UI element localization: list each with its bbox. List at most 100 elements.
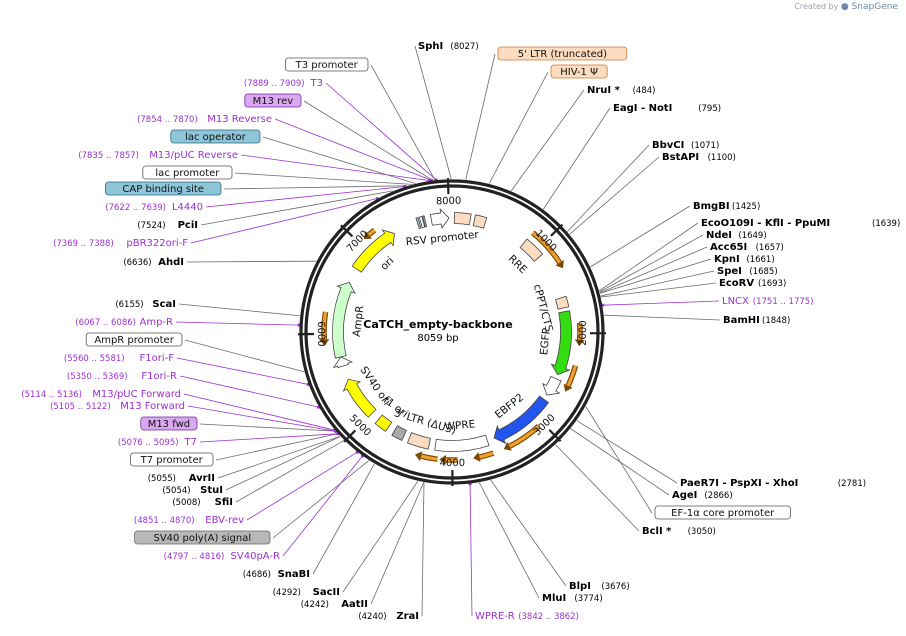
site-label-feature[interactable]: M13 rev: [244, 93, 302, 108]
site-label-primer[interactable]: M13 Reverse(7854 .. 7870): [137, 114, 272, 125]
site-label-feature[interactable]: EF-1α core promoter: [654, 505, 791, 520]
feature-inner-label: WPRE: [444, 418, 476, 433]
site-label-primer[interactable]: L4440(7622 .. 7639): [105, 202, 203, 213]
site-position-text: (6067 .. 6086): [75, 318, 136, 328]
site-label-primer[interactable]: F1ori-F(5560 .. 5581): [64, 353, 174, 364]
site-position-text: (4851 .. 4870): [134, 516, 195, 526]
site-label-enzyme[interactable]: MluI(3774): [542, 593, 603, 604]
site-label-enzyme[interactable]: BamHI(1848): [723, 315, 790, 326]
site-name-text: BclI *: [642, 526, 672, 537]
site-label-primer[interactable]: WPRE-R(3842 .. 3862): [475, 611, 579, 622]
site-label-primer[interactable]: EBV-rev(4851 .. 4870): [134, 515, 244, 526]
site-label-primer[interactable]: T3(7889 .. 7909): [244, 78, 323, 89]
leader-line: [543, 107, 611, 210]
credit-brand: SnapGene: [851, 2, 898, 12]
site-label-feature[interactable]: T7 promoter: [129, 452, 214, 467]
site-label-feature[interactable]: AmpR promoter: [85, 332, 183, 347]
site-name-text: EagI - NotI: [613, 103, 672, 114]
site-label-primer[interactable]: T7(5076 .. 5095): [118, 437, 197, 448]
site-label-enzyme[interactable]: NruI *(484): [587, 85, 655, 96]
site-name-text: ZraI: [396, 611, 419, 622]
site-label-enzyme[interactable]: PciI(7524): [137, 220, 198, 231]
site-label-enzyme[interactable]: ZraI(4240): [358, 611, 419, 622]
site-label-feature[interactable]: lac promoter: [142, 165, 233, 180]
site-label-enzyme[interactable]: SacII(4292): [273, 587, 340, 598]
site-label-enzyme[interactable]: EcoO109I - KflI - PpuMI(1639): [701, 218, 900, 229]
feature-ampr: [332, 281, 356, 359]
site-name-text: BamHI: [723, 315, 760, 326]
site-label-primer[interactable]: M13/pUC Reverse(7835 .. 7857): [78, 150, 238, 161]
ruler-tick-label: 6000: [315, 321, 326, 347]
site-label-enzyme[interactable]: SphI(8027): [418, 41, 479, 52]
leader-line: [282, 455, 363, 557]
feature-rre: [519, 238, 544, 262]
site-label-feature[interactable]: CAP binding site: [105, 181, 222, 196]
feature-ampr-promoter: [332, 356, 354, 369]
site-name-text: pBR322ori-F: [126, 238, 188, 249]
feature-5-ltr-truncated: [453, 212, 472, 226]
site-label-enzyme[interactable]: EcoRV(1693): [719, 278, 786, 289]
leader-line: [215, 433, 338, 461]
site-label-enzyme[interactable]: BbvCI(1071): [652, 140, 719, 151]
site-label-enzyme[interactable]: SpeI(1685): [717, 266, 778, 277]
site-label-enzyme[interactable]: ScaI(6155): [115, 299, 176, 310]
site-label-primer[interactable]: F1ori-R(5350 .. 5369): [67, 371, 177, 382]
site-label-feature[interactable]: SV40 poly(A) signal: [134, 530, 271, 545]
site-position-text: (2866): [704, 491, 732, 501]
site-label-enzyme[interactable]: SfiI(5008): [172, 497, 233, 508]
site-position-text: (4292): [273, 588, 301, 598]
site-label-enzyme[interactable]: AatII(4242): [301, 599, 368, 610]
site-label-feature[interactable]: M13 fwd: [140, 416, 198, 431]
feature-label-text: HIV-1 Ψ: [560, 67, 598, 78]
label-leader-lines: [175, 45, 721, 617]
leader-line: [555, 444, 640, 532]
site-name-text: BlpI: [569, 581, 591, 592]
site-label-enzyme[interactable]: NdeI(1649): [706, 230, 767, 241]
site-position-text: (5055): [148, 474, 176, 484]
site-position-text: (1425): [732, 202, 760, 212]
site-position-text: (7524): [137, 221, 165, 231]
site-label-enzyme[interactable]: PaeR7I - PspXI - XhoI(2781): [680, 478, 866, 489]
feature-rsv-promoter: [429, 207, 450, 230]
site-label-enzyme[interactable]: AvrII(5055): [148, 473, 215, 484]
site-label-primer[interactable]: SV40pA-R(4797 .. 4816): [164, 551, 280, 562]
site-label-enzyme[interactable]: EagI - NotI(795): [613, 103, 721, 114]
site-label-enzyme[interactable]: BmgBI(1425): [693, 201, 760, 212]
leader-line: [223, 185, 408, 190]
feature-inner-label: ori: [378, 255, 396, 273]
site-name-text: AhdI: [158, 257, 184, 268]
leader-line: [602, 300, 720, 306]
site-label-enzyme[interactable]: BclI *(3050): [642, 526, 716, 537]
site-label-enzyme[interactable]: BlpI(3676): [569, 581, 630, 592]
site-label-primer[interactable]: M13 Forward(5105 .. 5122): [50, 401, 185, 412]
feature-label-text: 5' LTR (truncated): [518, 49, 607, 60]
snapgene-credit: Created by ● SnapGene: [794, 2, 898, 12]
feature-label-box: [244, 93, 302, 108]
site-position-text: (1657): [756, 243, 784, 253]
site-label-enzyme[interactable]: BstAPI(1100): [662, 152, 736, 163]
feature-label-text: CAP binding site: [122, 184, 204, 195]
site-label-enzyme[interactable]: SnaBI(4686): [243, 569, 310, 580]
site-label-enzyme[interactable]: StuI(5054): [162, 485, 223, 496]
feature-ef-1-core-promoter: [542, 375, 562, 396]
site-label-enzyme[interactable]: KpnI(1661): [714, 254, 775, 265]
feature-label-text: M13 fwd: [148, 419, 190, 430]
site-label-enzyme[interactable]: AgeI(2866): [672, 490, 733, 501]
leader-line: [600, 270, 715, 297]
feature-label-text: lac operator: [185, 132, 246, 143]
site-name-text: MluI: [542, 593, 566, 604]
site-label-primer[interactable]: Amp-R(6067 .. 6086): [75, 317, 173, 328]
site-label-primer[interactable]: pBR322ori-F(7369 .. 7388): [53, 238, 188, 249]
site-label-feature[interactable]: HIV-1 Ψ: [550, 64, 608, 79]
site-label-primer[interactable]: LNCX(1751 .. 1775): [722, 296, 814, 307]
site-label-enzyme[interactable]: Acc65I(1657): [710, 242, 784, 253]
leader-line: [200, 190, 393, 226]
site-position-text: (7835 .. 7857): [78, 151, 139, 161]
site-label-enzyme[interactable]: AhdI(6636): [123, 257, 184, 268]
site-label-feature[interactable]: T3 promoter: [284, 57, 369, 72]
site-label-primer[interactable]: M13/pUC Forward(5114 .. 5136): [21, 389, 181, 400]
site-label-feature[interactable]: lac operator: [170, 129, 261, 144]
site-label-feature[interactable]: 5' LTR (truncated): [497, 46, 628, 61]
site-name-text: NruI *: [587, 85, 621, 96]
feature-inner-label: RSV promoter: [405, 229, 480, 249]
